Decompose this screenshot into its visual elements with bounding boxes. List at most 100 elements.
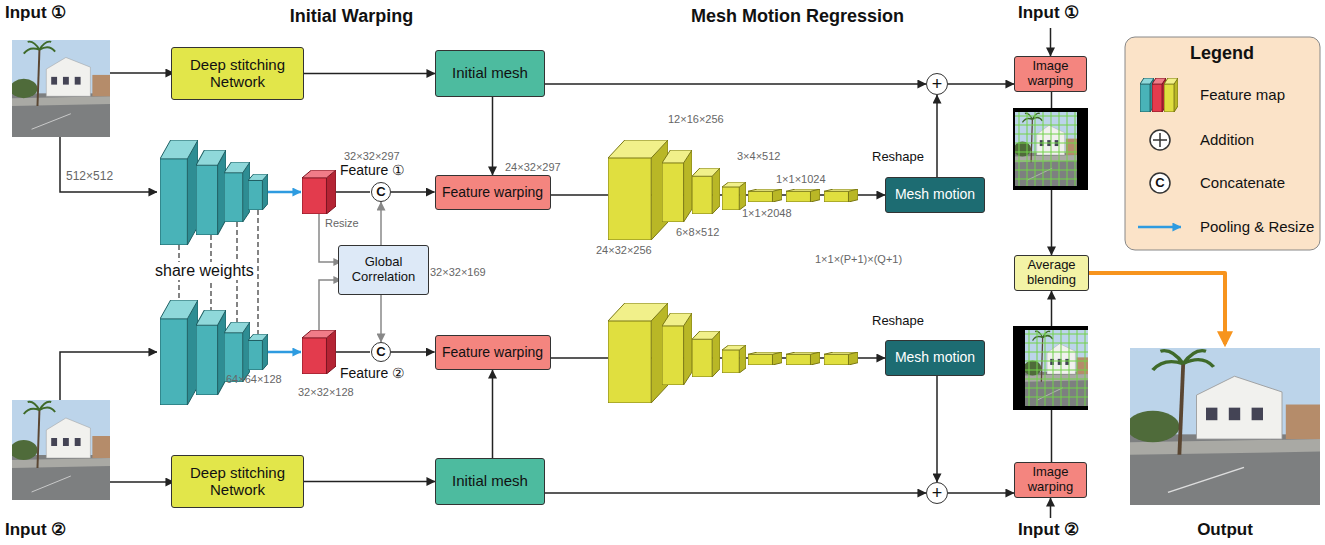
drawing-polyline [60,137,157,192]
connector-arrow [545,492,926,494]
process-box: Deep stitching Network [171,47,304,100]
drawing-circle [1150,130,1170,150]
drawing-use [748,352,782,365]
panel-title: Mesh Motion Regression [595,6,1000,27]
drawing-line [110,72,174,74]
legend-text: Addition [1200,132,1254,149]
dimension-label: 1×1×2048 [742,207,792,219]
node-text: Initial mesh [450,65,530,82]
drawing-use [1152,78,1166,112]
node-text: Mesh motion [893,350,977,366]
input-heading: Input ② [1018,521,1079,540]
drawing-path [1025,330,1088,406]
connector-arrow [936,95,938,177]
dimension-label: 24×32×297 [505,161,561,173]
drawing-use [692,331,720,377]
drawing-rect [1013,108,1088,190]
connector-arrow [391,191,435,193]
drawing-use [824,189,858,202]
node-text: Average blending [1015,258,1088,287]
legend-text: Feature map [1200,87,1285,104]
drawing-rect [1125,37,1320,250]
mesh-box: Initial mesh [435,458,545,505]
feature-label: Feature ② [340,366,405,381]
drawing-use [692,168,720,214]
connector-arrow [948,492,1014,494]
node-text: + [932,74,943,94]
drawing-rect [1013,326,1088,410]
drawing-use [1126,348,1320,505]
input-heading: Input ① [1018,4,1079,23]
node-text: Deep stitching Network [172,57,303,91]
output-heading: Output [1197,521,1253,540]
drawing-use [722,345,746,373]
node-text: Initial mesh [450,473,530,490]
mesh-box: Initial mesh [435,50,545,97]
process-box: Deep stitching Network [171,455,304,508]
drawing-use [302,170,336,214]
drawing-circle [1150,173,1170,193]
legend-text: Pooling & Resize [1200,219,1314,236]
node-text: C [376,185,385,200]
feature-label: Feature ① [340,163,405,178]
drawing-use [786,352,820,365]
mesh-box: Mesh motion [885,340,985,376]
addition-circle: + [926,73,948,95]
drawing-use [10,40,110,137]
panel: Initial WarpingDeep stitching NetworkIni… [133,37,570,527]
connector-arrow [380,202,382,245]
drawing-use [302,330,336,374]
drawing-polyline [60,352,157,400]
drawing-use [748,189,782,202]
legend-box [1125,37,1320,250]
dimension-label: 1×1×1024 [776,173,826,185]
connector-arrow [391,351,435,353]
drawing-use [248,174,268,210]
dimension-label: 512×512 [66,170,113,183]
connector-arrow [492,97,494,175]
drawing-use [722,182,746,210]
dimension-label: 12×16×256 [668,113,724,125]
node-text: Global Correlation [339,255,428,284]
legend-title: Legend [1190,44,1254,64]
dimension-label: 32×32×128 [298,386,354,398]
drawing-line [1050,28,1052,56]
drawing-line [336,191,370,193]
drawing-line [1138,226,1181,229]
warped-images [1013,108,1088,410]
panel-outline [134,38,569,526]
connector-arrow [948,83,1014,85]
layout-wires [60,28,1225,518]
step-label: Reshape [872,150,924,164]
node-text: Image warping [1015,59,1086,88]
drawing-use [662,150,692,222]
dimension-label: 32×32×297 [344,150,400,162]
panel-title: Initial Warping [133,6,570,27]
node-text: + [932,483,943,503]
process-box: Image warping [1014,56,1087,92]
drawing-path [1153,133,1167,147]
legend-symbol: C [1155,176,1164,190]
regression-feature-maps [608,140,858,403]
drawing-line [110,481,174,483]
process-box: Feature warping [435,175,551,210]
drawing-line [1050,498,1052,518]
input-heading: Input ① [5,4,66,23]
panel-outline [596,141,999,427]
dimension-label: 64×64×128 [226,373,282,385]
dimension-label: 3×4×512 [737,150,780,162]
drawing-use [786,189,820,202]
drawing-use [1164,78,1178,112]
step-label: Reshape [872,314,924,328]
dimension-label: 6×8×512 [676,226,719,238]
addition-circle: + [926,482,948,504]
drawing-polyline [1085,273,1225,344]
node-text: Deep stitching Network [172,465,303,499]
process-box: Global Correlation [338,245,429,295]
drawing-use [160,300,198,405]
connector-arrow [545,83,926,85]
drawing-path [1015,112,1077,186]
input-heading: Input ② [5,521,66,540]
legend-text: Concatenate [1200,175,1285,192]
